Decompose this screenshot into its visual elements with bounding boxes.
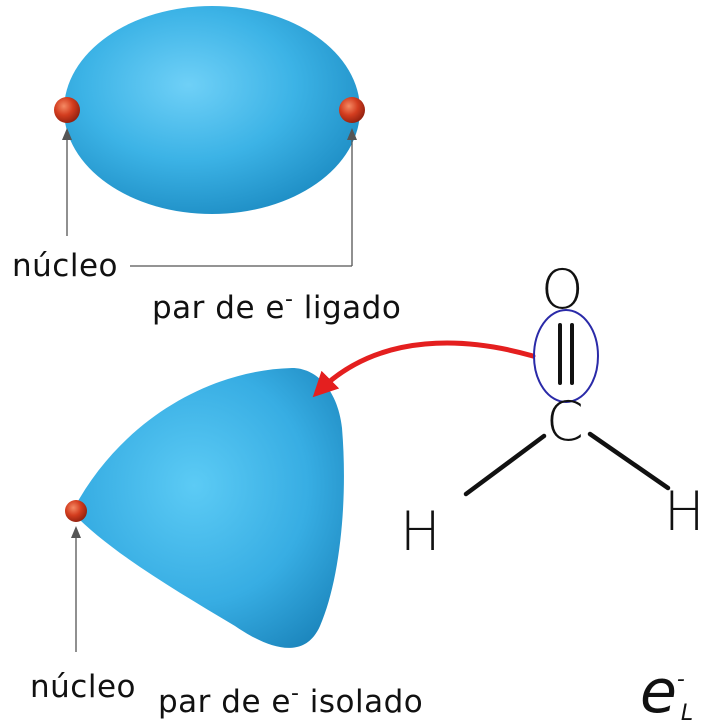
- single-bonds: [463, 431, 671, 497]
- bonded-pair-label: par de e- ligado: [152, 287, 401, 326]
- bonded-pair-orbital: [64, 6, 360, 214]
- atom-carbon: C: [546, 390, 584, 453]
- double-bond-highlight: [533, 309, 599, 403]
- lone-pair-label: par de e- isolado: [158, 681, 423, 720]
- bonded-pointer-lines: [66, 132, 353, 267]
- lone-nucleus-label: núcleo: [30, 669, 136, 705]
- lone-pair-orbital: [72, 368, 344, 648]
- bonded-nucleus-left: [54, 97, 80, 123]
- bonded-pointer-arrowheads: [62, 128, 357, 140]
- double-bond: [558, 323, 574, 385]
- atom-hydrogen-left: H: [400, 500, 441, 563]
- lone-nucleus: [65, 500, 87, 522]
- red-curved-arrow: [312, 340, 536, 398]
- atom-oxygen: O: [541, 258, 584, 321]
- lone-pointer-arrowhead: [71, 526, 81, 538]
- atom-hydrogen-right: H: [664, 480, 705, 543]
- bonded-nucleus-label: núcleo: [12, 248, 118, 284]
- lone-pair-symbol: e-L: [640, 657, 693, 724]
- bonded-nucleus-right: [339, 97, 365, 123]
